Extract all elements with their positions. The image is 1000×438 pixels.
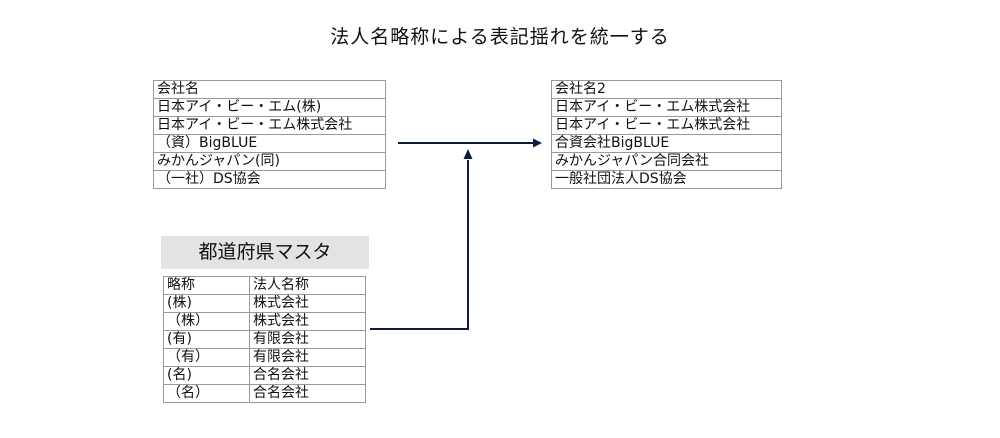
full-name-cell: 有限会社 <box>249 330 366 349</box>
table-row: 日本アイ・ビー・エム(株) <box>153 98 386 117</box>
abbrev-cell: (有) <box>163 330 250 349</box>
table-cell: 日本アイ・ビー・エム株式会社 <box>153 116 386 135</box>
abbrev-cell: （名） <box>163 384 250 403</box>
table-row: （一社）DS協会 <box>153 170 386 189</box>
column-header: 法人名称 <box>249 276 366 295</box>
table-row: (名) 合名会社 <box>163 366 366 385</box>
table-row: 日本アイ・ビー・エム株式会社 <box>551 116 782 135</box>
full-name-cell: 合名会社 <box>249 384 366 403</box>
table-cell: 一般社団法人DS協会 <box>551 170 782 189</box>
table-header-row: 略称 法人名称 <box>163 276 366 295</box>
page-title: 法人名略称による表記揺れを統一する <box>330 26 670 48</box>
source-table: 会社名 日本アイ・ビー・エム(株) 日本アイ・ビー・エム株式会社 （資）BigB… <box>153 80 386 189</box>
lookup-arrowhead <box>463 149 473 159</box>
lookup-arrow-line <box>370 160 469 330</box>
table-row: 日本アイ・ビー・エム株式会社 <box>153 116 386 135</box>
table-row: 日本アイ・ビー・エム株式会社 <box>551 98 782 117</box>
table-row: (有) 有限会社 <box>163 330 366 349</box>
table-cell: 日本アイ・ビー・エム株式会社 <box>551 116 782 135</box>
table-cell: 合資会社BigBLUE <box>551 134 782 153</box>
master-title: 都道府県マスタ <box>161 236 369 269</box>
full-name-cell: 有限会社 <box>249 348 366 367</box>
table-cell: （一社）DS協会 <box>153 170 386 189</box>
table-row: 合資会社BigBLUE <box>551 134 782 153</box>
master-table: 略称 法人名称 (株) 株式会社 （株） 株式会社 (有) 有限会社 （有） 有… <box>163 276 366 403</box>
table-cell: 日本アイ・ビー・エム(株) <box>153 98 386 117</box>
table-row: （有） 有限会社 <box>163 348 366 367</box>
transform-arrowhead <box>533 138 542 148</box>
table-cell: 日本アイ・ビー・エム株式会社 <box>551 98 782 117</box>
table-row: （名） 合名会社 <box>163 384 366 403</box>
table-row: 一般社団法人DS協会 <box>551 170 782 189</box>
result-table: 会社名2 日本アイ・ビー・エム株式会社 日本アイ・ビー・エム株式会社 合資会社B… <box>551 80 782 189</box>
table-row: （株） 株式会社 <box>163 312 366 331</box>
